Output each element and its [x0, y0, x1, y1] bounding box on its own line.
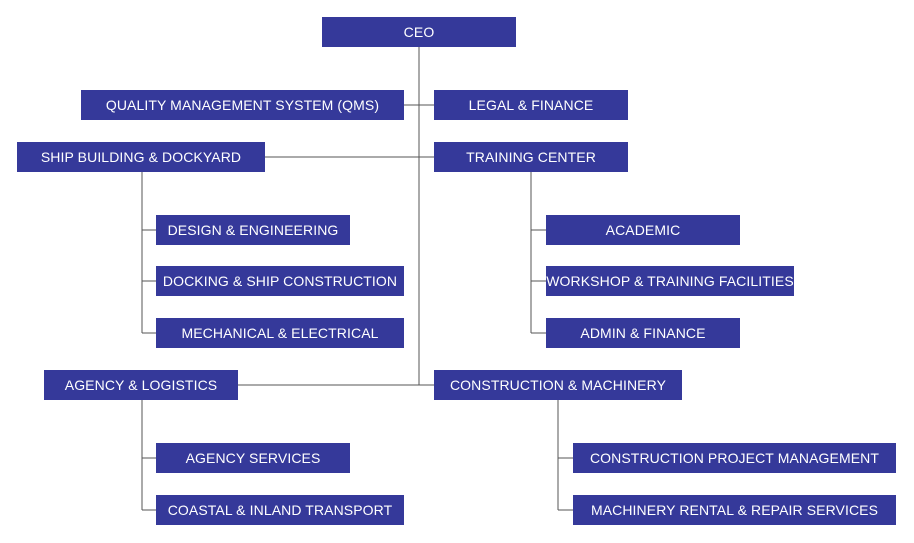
ship-building-box[interactable]: SHIP BUILDING & DOCKYARD	[17, 142, 265, 172]
legal-finance-box[interactable]: LEGAL & FINANCE	[434, 90, 628, 120]
machinery-rental-repair-box[interactable]: MACHINERY RENTAL & REPAIR SERVICES	[573, 495, 896, 525]
docking-ship-construction-box[interactable]: DOCKING & SHIP CONSTRUCTION	[156, 266, 404, 296]
construction-project-management-box[interactable]: CONSTRUCTION PROJECT MANAGEMENT	[573, 443, 896, 473]
ceo-box[interactable]: CEO	[322, 17, 516, 47]
mechanical-electrical-box[interactable]: MECHANICAL & ELECTRICAL	[156, 318, 404, 348]
agency-services-box[interactable]: AGENCY SERVICES	[156, 443, 350, 473]
training-center-box[interactable]: TRAINING CENTER	[434, 142, 628, 172]
academic-box[interactable]: ACADEMIC	[546, 215, 740, 245]
qms-box[interactable]: QUALITY MANAGEMENT SYSTEM (QMS)	[81, 90, 404, 120]
construction-machinery-box[interactable]: CONSTRUCTION & MACHINERY	[434, 370, 682, 400]
admin-finance-box[interactable]: ADMIN & FINANCE	[546, 318, 740, 348]
workshop-training-facilities-box[interactable]: WORKSHOP & TRAINING FACILITIES	[546, 266, 794, 296]
agency-logistics-box[interactable]: AGENCY & LOGISTICS	[44, 370, 238, 400]
design-engineering-box[interactable]: DESIGN & ENGINEERING	[156, 215, 350, 245]
coastal-inland-transport-box[interactable]: COASTAL & INLAND TRANSPORT	[156, 495, 404, 525]
